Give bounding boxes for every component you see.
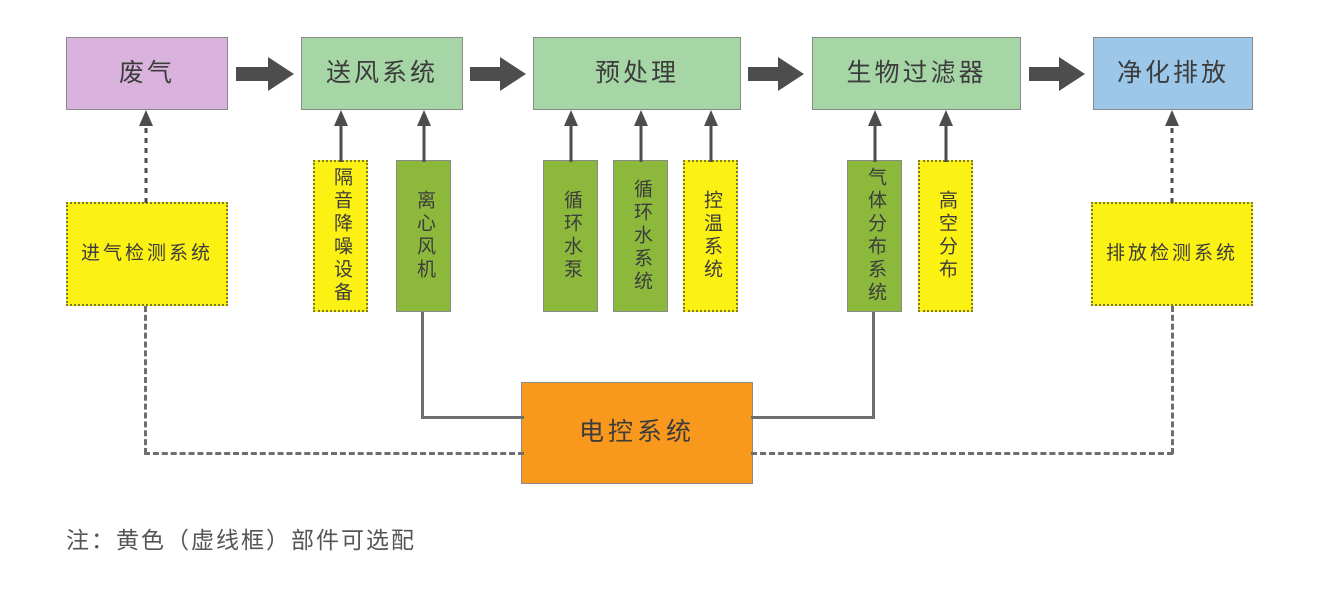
flow-box-label: 送风系统 [325, 59, 438, 87]
control-wire-fan-vertical [421, 312, 424, 419]
control-wire-gas-horizontal [751, 416, 875, 419]
component-label: 离心风机 [413, 190, 435, 282]
component-label: 进气检测系统 [80, 243, 213, 265]
component-label: 高空分布 [935, 190, 957, 282]
component-box-control-system[interactable]: 电控系统 [521, 382, 753, 484]
connector-arrow-sound-insulation [334, 110, 348, 162]
component-box-gas-distribution[interactable]: 气体分布系统 [847, 160, 902, 312]
flow-box-clean-discharge[interactable]: 净化排放 [1093, 37, 1253, 110]
detection-wire-intake-vertical [144, 306, 147, 454]
component-box-intake-detection[interactable]: 进气检测系统 [66, 202, 228, 306]
connector-arrow-emission-detection [1165, 110, 1179, 203]
connector-arrow-intake-detection [139, 110, 153, 203]
flow-arrow-icon-2 [470, 57, 526, 91]
control-wire-gas-vertical [872, 312, 875, 419]
component-box-centrifugal-fan[interactable]: 离心风机 [396, 160, 451, 312]
legend-note: 注：黄色（虚线框）部件可选配 [66, 528, 416, 553]
flow-box-waste-gas[interactable]: 废气 [66, 37, 228, 110]
component-label: 控温系统 [700, 190, 722, 282]
component-box-emission-detection[interactable]: 排放检测系统 [1091, 202, 1253, 306]
flow-arrow-icon-3 [748, 57, 804, 91]
component-label: 电控系统 [578, 419, 695, 447]
component-label: 隔音降噪设备 [330, 167, 352, 305]
flow-box-pretreatment[interactable]: 预处理 [533, 37, 741, 110]
flow-box-label: 净化排放 [1116, 59, 1229, 87]
component-label: 气体分布系统 [864, 167, 886, 305]
flow-box-label: 生物过滤器 [846, 59, 987, 87]
flow-arrow-icon-4 [1029, 57, 1085, 91]
connector-arrow-circulating-pump [564, 110, 578, 162]
control-wire-fan-horizontal [421, 416, 524, 419]
detection-wire-emission-vertical [1171, 306, 1174, 454]
flow-arrow-icon-1 [236, 57, 294, 91]
component-label: 循环水系统 [630, 178, 652, 294]
component-box-circulating-pump[interactable]: 循环水泵 [543, 160, 598, 312]
component-box-high-altitude-distribution[interactable]: 高空分布 [918, 160, 973, 312]
connector-arrow-temperature-control [704, 110, 718, 162]
connector-arrow-high-altitude-distribution [939, 110, 953, 162]
connector-arrow-gas-distribution [868, 110, 882, 162]
component-label: 排放检测系统 [1105, 243, 1238, 265]
component-box-temperature-control[interactable]: 控温系统 [683, 160, 738, 312]
component-box-circulating-water-system[interactable]: 循环水系统 [613, 160, 668, 312]
detection-wire-intake-horizontal [144, 452, 524, 455]
connector-arrow-circulating-water-system [634, 110, 648, 162]
detection-wire-emission-horizontal [751, 452, 1173, 455]
flow-box-label: 预处理 [594, 59, 679, 87]
component-box-sound-insulation[interactable]: 隔音降噪设备 [313, 160, 368, 312]
flow-box-label: 废气 [118, 59, 175, 87]
flow-box-biofilter[interactable]: 生物过滤器 [812, 37, 1021, 110]
flow-box-air-supply[interactable]: 送风系统 [301, 37, 463, 110]
component-label: 循环水泵 [560, 190, 582, 282]
connector-arrow-centrifugal-fan [417, 110, 431, 162]
